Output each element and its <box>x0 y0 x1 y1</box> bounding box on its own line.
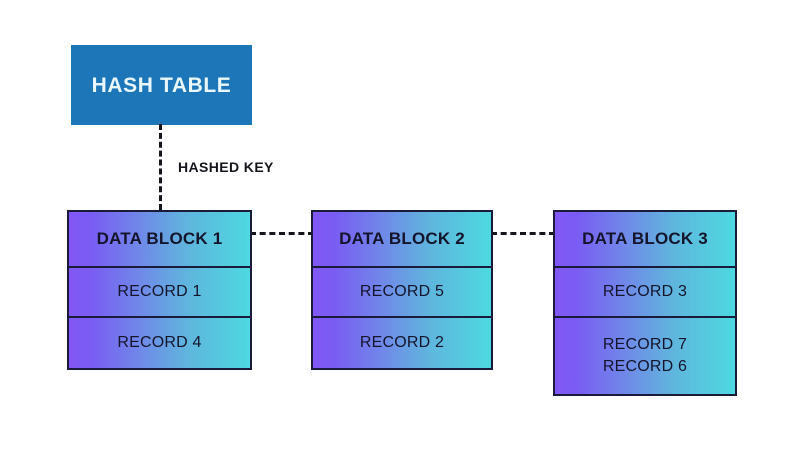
record-line: RECORD 6 <box>602 358 688 375</box>
data-block-2-record-row-1: RECORD 5 <box>313 268 491 318</box>
record-line: RECORD 5 <box>359 283 445 301</box>
block1-to-block2-connector <box>250 232 314 235</box>
data-block-3-record-row-1: RECORD 3 <box>555 268 735 318</box>
hashed-key-edge-label: HASHED KEY <box>178 159 274 175</box>
block2-to-block3-connector <box>491 232 555 235</box>
data-block-2-header: DATA BLOCK 2 <box>313 212 491 268</box>
record-line: RECORD 3 <box>602 283 688 301</box>
data-block-1-record-row-2: RECORD 4 <box>69 318 250 368</box>
hash-table-label: HASH TABLE <box>91 73 232 97</box>
data-block-3-record-row-2: RECORD 7 RECORD 6 <box>555 318 735 394</box>
record-line: RECORD 2 <box>359 334 445 352</box>
hash-table-node: HASH TABLE <box>71 45 252 125</box>
record-line: RECORD 1 <box>117 283 202 301</box>
data-block-1: DATA BLOCK 1 RECORD 1 RECORD 4 <box>67 210 252 370</box>
data-block-3-header: DATA BLOCK 3 <box>555 212 735 268</box>
data-block-1-header: DATA BLOCK 1 <box>69 212 250 268</box>
record-line: RECORD 4 <box>117 334 202 352</box>
data-block-2-record-row-2: RECORD 2 <box>313 318 491 368</box>
data-block-1-record-row-1: RECORD 1 <box>69 268 250 318</box>
data-block-2: DATA BLOCK 2 RECORD 5 RECORD 2 <box>311 210 493 370</box>
data-block-3: DATA BLOCK 3 RECORD 3 RECORD 7 RECORD 6 <box>553 210 737 396</box>
record-line: RECORD 7 <box>602 336 688 354</box>
hashed-key-connector-line <box>159 124 162 210</box>
